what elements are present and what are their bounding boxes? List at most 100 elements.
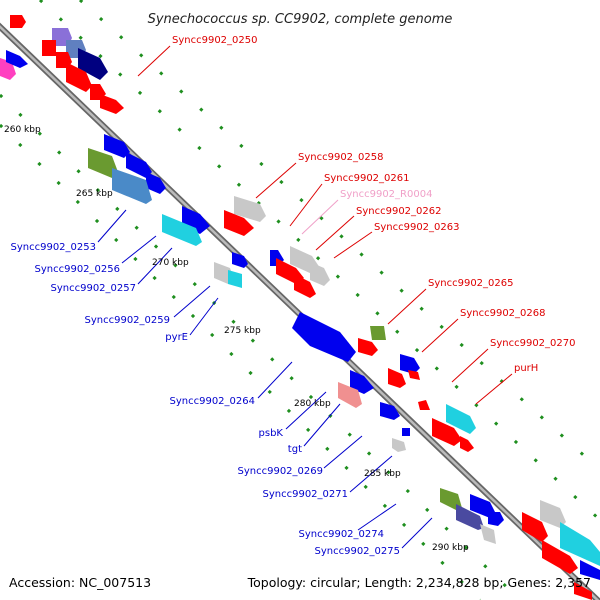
gene-feature <box>402 428 410 436</box>
accession-label: Accession: NC_007513 <box>9 575 151 590</box>
gene-feature <box>112 168 152 204</box>
gene-feature <box>358 338 378 356</box>
gene-features <box>0 15 600 600</box>
leader-blue <box>173 285 211 318</box>
gene-label: Syncc9902_0263 <box>374 222 460 233</box>
gene-feature <box>540 500 566 528</box>
red-gene-labels: Syncc9902_0250 Syncc9902_0258 Syncc9902_… <box>172 35 576 374</box>
gene-feature <box>146 172 166 194</box>
leader-pink <box>301 199 339 235</box>
gene-feature <box>418 400 430 410</box>
gene-feature <box>104 134 130 158</box>
gene-feature <box>234 196 266 222</box>
gene-label: Syncc9902_0259 <box>85 315 171 326</box>
leader-red <box>387 288 427 325</box>
gene-label: Syncc9902_0275 <box>315 546 401 557</box>
leader-red <box>255 162 297 199</box>
leader-blue <box>189 297 219 336</box>
leader-red <box>289 183 323 227</box>
gene-feature <box>370 326 386 340</box>
gene-feature <box>338 382 362 408</box>
leader-red <box>421 318 459 353</box>
gene-feature <box>88 148 118 178</box>
gene-feature <box>560 522 600 566</box>
gene-label: purH <box>514 363 538 374</box>
gene-feature <box>432 418 462 446</box>
leader-blue <box>303 403 341 447</box>
kbp-label: 285 kbp <box>364 469 401 479</box>
gene-feature <box>460 436 474 452</box>
gene-label: Syncc9902_0253 <box>11 242 97 253</box>
leader-red <box>475 373 513 405</box>
gene-feature <box>456 504 484 530</box>
kbp-labels: 260 kbp 265 kbp 270 kbp 275 kbp 280 kbp … <box>4 125 469 553</box>
topology-label: Topology: circular; Length: 2,234,828 bp… <box>247 575 591 590</box>
kbp-label: 260 kbp <box>4 125 41 135</box>
gene-label: Syncc9902_0271 <box>263 489 349 500</box>
gene-feature <box>126 152 152 178</box>
gene-label: Syncc9902_0270 <box>490 338 576 349</box>
gene-feature <box>350 370 374 394</box>
gene-feature <box>542 540 578 574</box>
gene-feature <box>580 560 600 580</box>
gene-label: Syncc9902_0262 <box>356 206 442 217</box>
kbp-label: 290 kbp <box>432 543 469 553</box>
tick-guide-outer-bottom <box>0 93 522 600</box>
gene-feature <box>310 262 330 286</box>
gene-label: Syncc9902_0257 <box>51 283 137 294</box>
leader-blue <box>285 391 327 430</box>
gene-feature <box>292 312 356 362</box>
gene-label: Syncc9902_0264 <box>170 396 256 407</box>
gene-label: Syncc9902_0256 <box>35 264 121 275</box>
gene-feature <box>294 274 316 298</box>
leader-blue <box>357 503 397 531</box>
leader-red <box>315 215 355 251</box>
leader-blue <box>137 247 173 285</box>
gene-feature <box>480 524 496 544</box>
gene-feature <box>10 15 26 28</box>
gene-feature <box>232 252 248 268</box>
gene-label: Syncc9902_0250 <box>172 35 258 46</box>
gene-feature <box>488 512 504 526</box>
gene-label: pyrE <box>165 332 188 343</box>
kbp-label: 280 kbp <box>294 399 331 409</box>
gene-label: Syncc9902_0265 <box>428 278 514 289</box>
gene-feature <box>574 582 592 600</box>
gene-feature <box>446 404 476 434</box>
gene-label: Syncc9902_0274 <box>299 529 385 540</box>
gene-label: Syncc9902_0261 <box>324 173 410 184</box>
gene-feature <box>224 210 254 236</box>
tick-guide-outer-top <box>38 0 600 522</box>
gene-feature <box>392 438 406 452</box>
blue-gene-labels: Syncc9902_0253 Syncc9902_0256 Syncc9902_… <box>11 242 401 557</box>
gene-label: Syncc9902_0258 <box>298 152 384 163</box>
gene-feature <box>66 62 92 92</box>
gene-label: Syncc9902_0268 <box>460 308 546 319</box>
gene-feature <box>162 214 202 246</box>
gene-feature <box>100 94 124 114</box>
gene-feature <box>42 40 56 56</box>
kbp-label: 265 kbp <box>76 189 113 199</box>
gene-label: Syncc9902_0269 <box>238 466 324 477</box>
gene-label: psbK <box>259 428 284 439</box>
gene-feature <box>400 354 420 374</box>
leader-blue <box>257 361 293 399</box>
kbp-label: 275 kbp <box>224 326 261 336</box>
leader-blue <box>121 235 157 264</box>
gene-feature <box>522 512 548 542</box>
tick-guide-inner-top <box>78 0 600 472</box>
map-title: Synechococcus sp. CC9902, complete genom… <box>148 12 453 27</box>
leader-red <box>451 348 489 383</box>
kbp-label: 270 kbp <box>152 258 189 268</box>
gene-feature <box>408 370 420 380</box>
gene-feature <box>228 270 242 288</box>
gene-feature <box>6 50 28 68</box>
label-leaders <box>97 45 513 549</box>
gene-feature <box>388 368 406 388</box>
leader-blue <box>401 517 433 549</box>
leader-red <box>333 231 373 259</box>
leader-blue <box>323 435 363 469</box>
gene-label: Syncc9902_R0004 <box>340 189 432 200</box>
gene-feature <box>380 402 400 420</box>
